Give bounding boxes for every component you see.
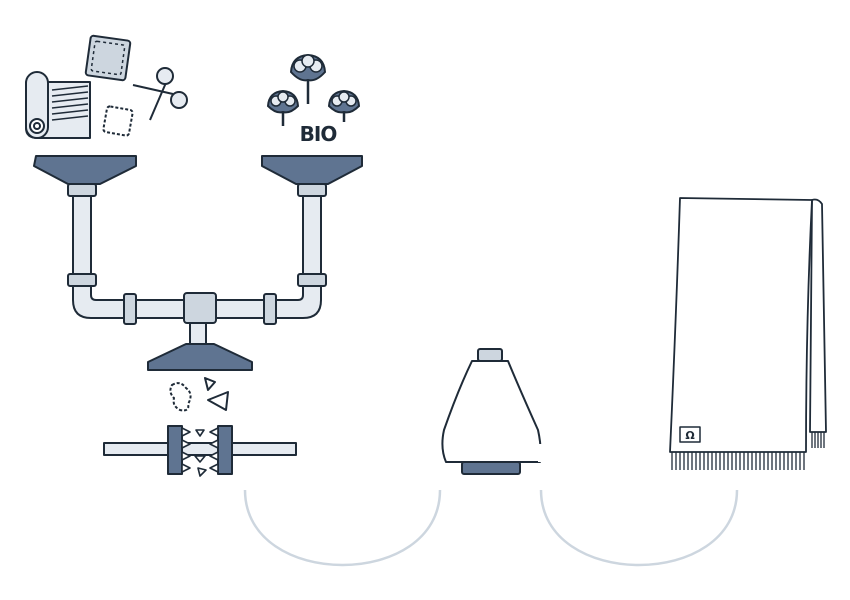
scarf-icon bbox=[669, 197, 827, 470]
hopper-right bbox=[261, 155, 363, 185]
bio-label: BIO bbox=[300, 122, 337, 146]
connector-arc-right bbox=[539, 489, 739, 567]
cotton-flower-icon-left bbox=[266, 89, 300, 126]
output-nozzle bbox=[147, 343, 253, 371]
shredder-icon bbox=[103, 425, 297, 477]
hopper-left bbox=[33, 155, 137, 185]
fabric-patch-icon bbox=[84, 34, 132, 82]
small-patch-icon bbox=[102, 105, 134, 137]
fabric-roll-icon bbox=[25, 71, 91, 139]
cotton-flower-icon-right bbox=[327, 89, 361, 122]
cotton-flower-icon-top bbox=[289, 53, 327, 104]
fragments-icon bbox=[169, 377, 229, 412]
scarf-logo-label: Ω bbox=[685, 429, 695, 442]
scissors-icon bbox=[132, 67, 188, 121]
scarf-logo-tag bbox=[679, 426, 701, 443]
connector-arc-left bbox=[243, 489, 442, 567]
yarn-cone-icon bbox=[441, 348, 542, 475]
pipe-system bbox=[67, 183, 327, 347]
